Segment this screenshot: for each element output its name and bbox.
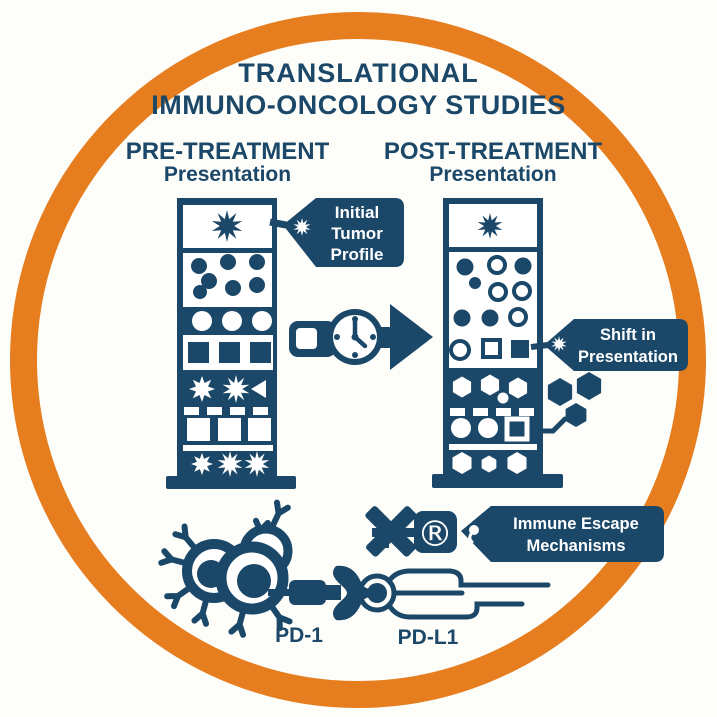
marker-row bbox=[451, 416, 530, 442]
immune-cells-icon bbox=[161, 503, 289, 635]
page-title-line1: TRANSLATIONAL bbox=[238, 58, 479, 88]
registered-symbol: ® bbox=[417, 514, 453, 555]
initial-tumor-profile-callout bbox=[269, 198, 404, 267]
marker-squares-row bbox=[188, 342, 271, 363]
pre-treatment-heading: PRE-TREATMENT bbox=[125, 138, 330, 165]
immune-escape-label: Immune Escape Mechanisms bbox=[513, 515, 639, 555]
post-treatment-heading: POST-TREATMENT bbox=[383, 138, 603, 165]
antigen-stars-row bbox=[189, 375, 266, 403]
marker-circles-row bbox=[192, 311, 272, 331]
post-treatment-tower-icon bbox=[432, 198, 563, 488]
antigen-hexagons-icon bbox=[540, 372, 602, 434]
pd1-icon bbox=[268, 565, 387, 621]
pdl1-label: PD-L1 bbox=[397, 626, 459, 649]
biomarker-dots-icon bbox=[191, 254, 265, 299]
page-title-line2: IMMUNO-ONCOLOGY STUDIES bbox=[151, 90, 566, 120]
shift-in-presentation-callout bbox=[530, 319, 688, 371]
immune-escape-callout bbox=[461, 506, 664, 562]
hexagon-band bbox=[452, 374, 528, 404]
pd1-label: PD-1 bbox=[275, 624, 323, 647]
post-treatment-subtitle: Presentation bbox=[429, 163, 557, 186]
dashed-divider bbox=[184, 407, 268, 415]
initial-tumor-profile-label: Initial Tumor Profile bbox=[330, 203, 384, 264]
shift-in-presentation-label: Shift in Presentation bbox=[578, 326, 678, 366]
pre-treatment-tower-icon bbox=[166, 198, 296, 489]
shifted-biomarker-dots-icon bbox=[449, 255, 532, 361]
pre-treatment-subtitle: Presentation bbox=[163, 163, 292, 186]
blocked-x-icon bbox=[365, 506, 417, 557]
white-squares-row bbox=[187, 418, 271, 441]
clock-arrow-icon bbox=[289, 304, 433, 370]
dashed-divider bbox=[450, 408, 534, 416]
pdl1-icon bbox=[357, 568, 551, 620]
